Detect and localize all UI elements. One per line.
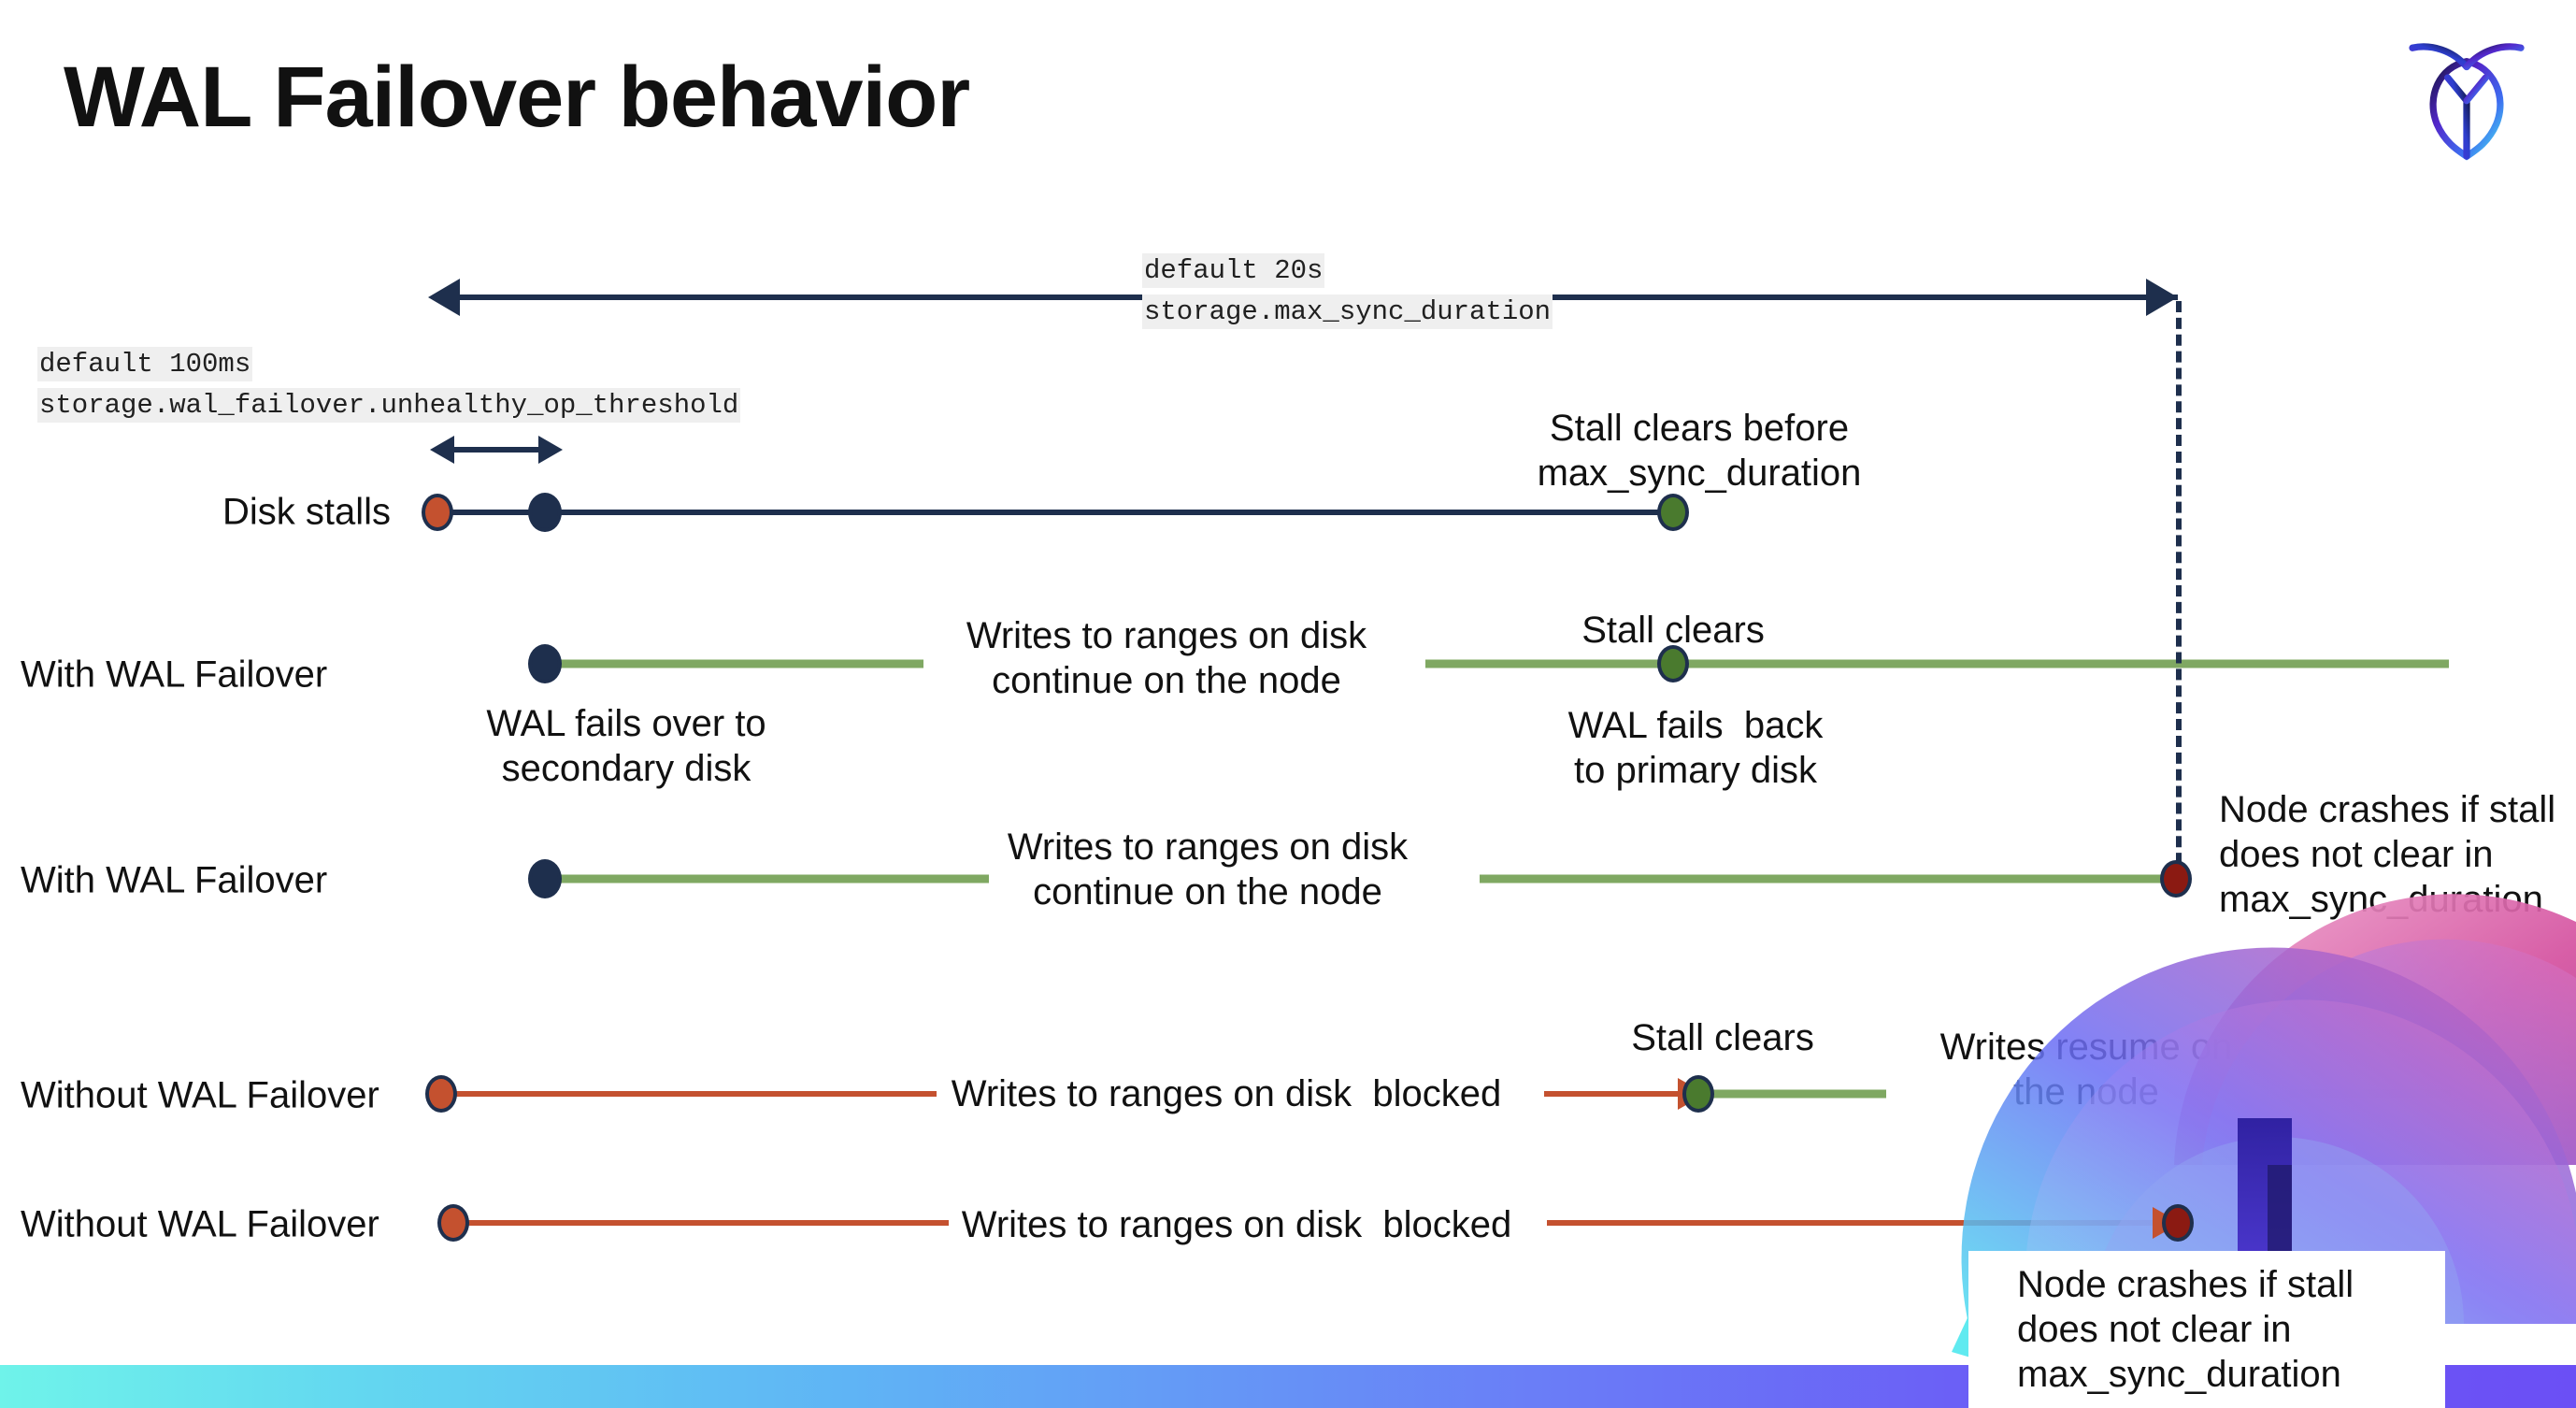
max-sync-setting-text: storage.max_sync_duration [1142, 295, 1553, 329]
note-stall-clears-row2: Stall clears [1581, 610, 1765, 651]
max-sync-setting-chip: storage.max_sync_duration [1142, 292, 1553, 333]
marker-failover-trigger [528, 493, 562, 532]
wal-failover-crash-timeline-b [1480, 874, 2176, 884]
unhealthy-left-arrowhead [430, 436, 454, 464]
no-failover-resume-line-a [1709, 1089, 1886, 1099]
unhealthy-default-chip: default 100ms [37, 344, 253, 385]
max-sync-right-arrowhead [2146, 279, 2178, 316]
marker-node-crash-row5 [2162, 1204, 2194, 1242]
no-failover-crash-line-a [453, 1220, 949, 1226]
row-label-without-wal-failover-2: Without WAL Failover [21, 1203, 379, 1245]
wal-failover-timeline-segment-a [545, 659, 923, 668]
marker-wal-failover-start [528, 644, 562, 683]
note-writes-blocked-row5: Writes to ranges on disk blocked [961, 1204, 1512, 1245]
marker-stall-clears-row1 [1657, 494, 1689, 531]
max-sync-dashed-connector [2176, 301, 2182, 881]
cockroachdb-logo-icon [2397, 26, 2537, 162]
unhealthy-right-arrowhead [538, 436, 563, 464]
marker-stall-clears-row2 [1657, 645, 1689, 682]
max-sync-default-text: default 20s [1142, 253, 1325, 288]
max-sync-default-chip: default 20s [1142, 251, 1325, 292]
marker-stall-clears-row4 [1682, 1075, 1714, 1113]
marker-node-crash-row3 [2160, 860, 2192, 898]
no-failover-crash-line-b [1547, 1220, 2154, 1226]
page-title: WAL Failover behavior [64, 50, 970, 145]
note-stall-clears-row4: Stall clears [1631, 1017, 1814, 1058]
wal-failover-crash-timeline-a [545, 874, 989, 884]
row-label-disk-stalls: Disk stalls [222, 491, 392, 533]
note-writes-blocked-row4: Writes to ranges on disk blocked [951, 1073, 1502, 1114]
marker-stall-start-row5 [437, 1204, 469, 1242]
row-label-with-wal-failover-1: With WAL Failover [21, 654, 328, 696]
unhealthy-threshold-span-line [452, 447, 538, 453]
unhealthy-default-text: default 100ms [37, 347, 253, 381]
row-label-without-wal-failover-1: Without WAL Failover [21, 1074, 379, 1116]
no-failover-blocked-line-b [1544, 1091, 1680, 1097]
wal-failover-timeline-segment-b [1425, 659, 2449, 668]
note-writes-continue-row3: Writes to ranges on disk continue on the… [1007, 826, 1409, 912]
no-failover-blocked-line-a [441, 1091, 937, 1097]
note-node-crashes-row5: Node crashes if stall does not clear in … [2017, 1264, 2354, 1395]
marker-stall-start [422, 494, 453, 531]
note-node-crashes-row3: Node crashes if stall does not clear in … [2219, 789, 2556, 920]
unhealthy-setting-text: storage.wal_failover.unhealthy_op_thresh… [37, 388, 741, 423]
unhealthy-setting-chip: storage.wal_failover.unhealthy_op_thresh… [37, 385, 741, 426]
note-wal-fails-over: WAL fails over to secondary disk [486, 703, 766, 789]
note-wal-fails-back: WAL fails back to primary disk [1567, 705, 1824, 791]
disk-stalls-timeline [437, 510, 1673, 515]
marker-stall-start-row4 [425, 1075, 457, 1113]
no-failover-resume-line-b [2290, 1089, 2451, 1099]
note-writes-continue-row2: Writes to ranges on disk continue on the… [966, 615, 1367, 701]
marker-wal-failover-start-row3 [528, 859, 562, 898]
row-label-with-wal-failover-2: With WAL Failover [21, 859, 328, 901]
note-stall-clears-before-max-sync: Stall clears before max_sync_duration [1537, 408, 1862, 494]
max-sync-left-arrowhead [428, 279, 460, 316]
note-writes-resume-row4: Writes resume on the node [1939, 1027, 2233, 1113]
